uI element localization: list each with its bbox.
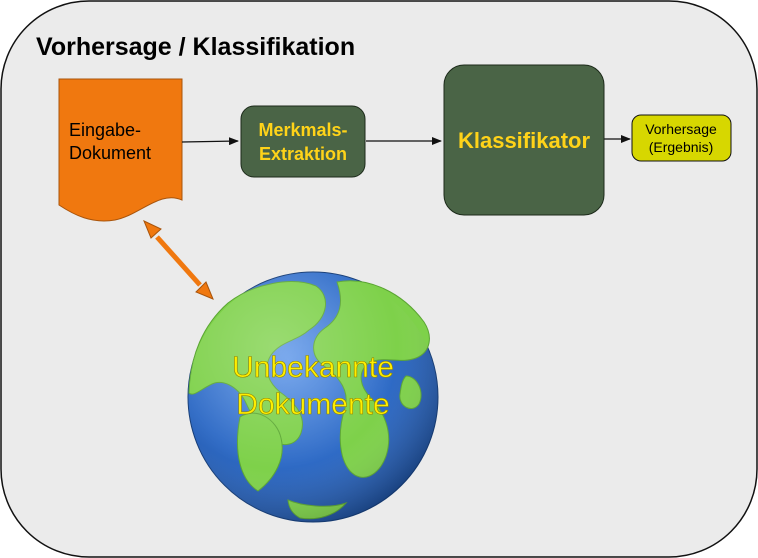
globe: Unbekannte Dokumente <box>187 271 439 523</box>
arrow-head-up <box>143 219 162 239</box>
classifier-label: Klassifikator <box>458 128 590 153</box>
feature-extraction-line2: Extraktion <box>259 144 347 164</box>
globe-line2: Dokumente <box>236 388 389 421</box>
classifier-box: Klassifikator <box>443 64 605 216</box>
diagram-title: Vorhersage / Klassifikation <box>36 33 355 61</box>
prediction-shape <box>631 114 732 162</box>
arrow-document-to-extraction <box>181 137 239 146</box>
feature-extraction-line1: Merkmals- <box>258 120 347 140</box>
feature-extraction-box: Merkmals- Extraktion <box>240 105 366 178</box>
prediction-box: Vorhersage (Ergebnis) <box>631 114 732 162</box>
prediction-line2: (Ergebnis) <box>649 139 714 155</box>
input-document: Eingabe- Dokument <box>58 78 183 222</box>
input-document-line2: Dokument <box>69 143 151 163</box>
bidirectional-arrow <box>143 219 214 300</box>
classifier-shape <box>443 64 605 216</box>
feature-extraction-shape <box>240 105 366 178</box>
bidirectional-arrow-shaft <box>155 235 202 287</box>
document-shape <box>58 78 183 222</box>
globe-shading <box>188 272 438 522</box>
input-document-line1: Eingabe- <box>69 120 141 140</box>
arrow-head-down <box>195 281 214 300</box>
prediction-line1: Vorhersage <box>645 121 717 137</box>
globe-line1: Unbekannte <box>232 351 394 384</box>
